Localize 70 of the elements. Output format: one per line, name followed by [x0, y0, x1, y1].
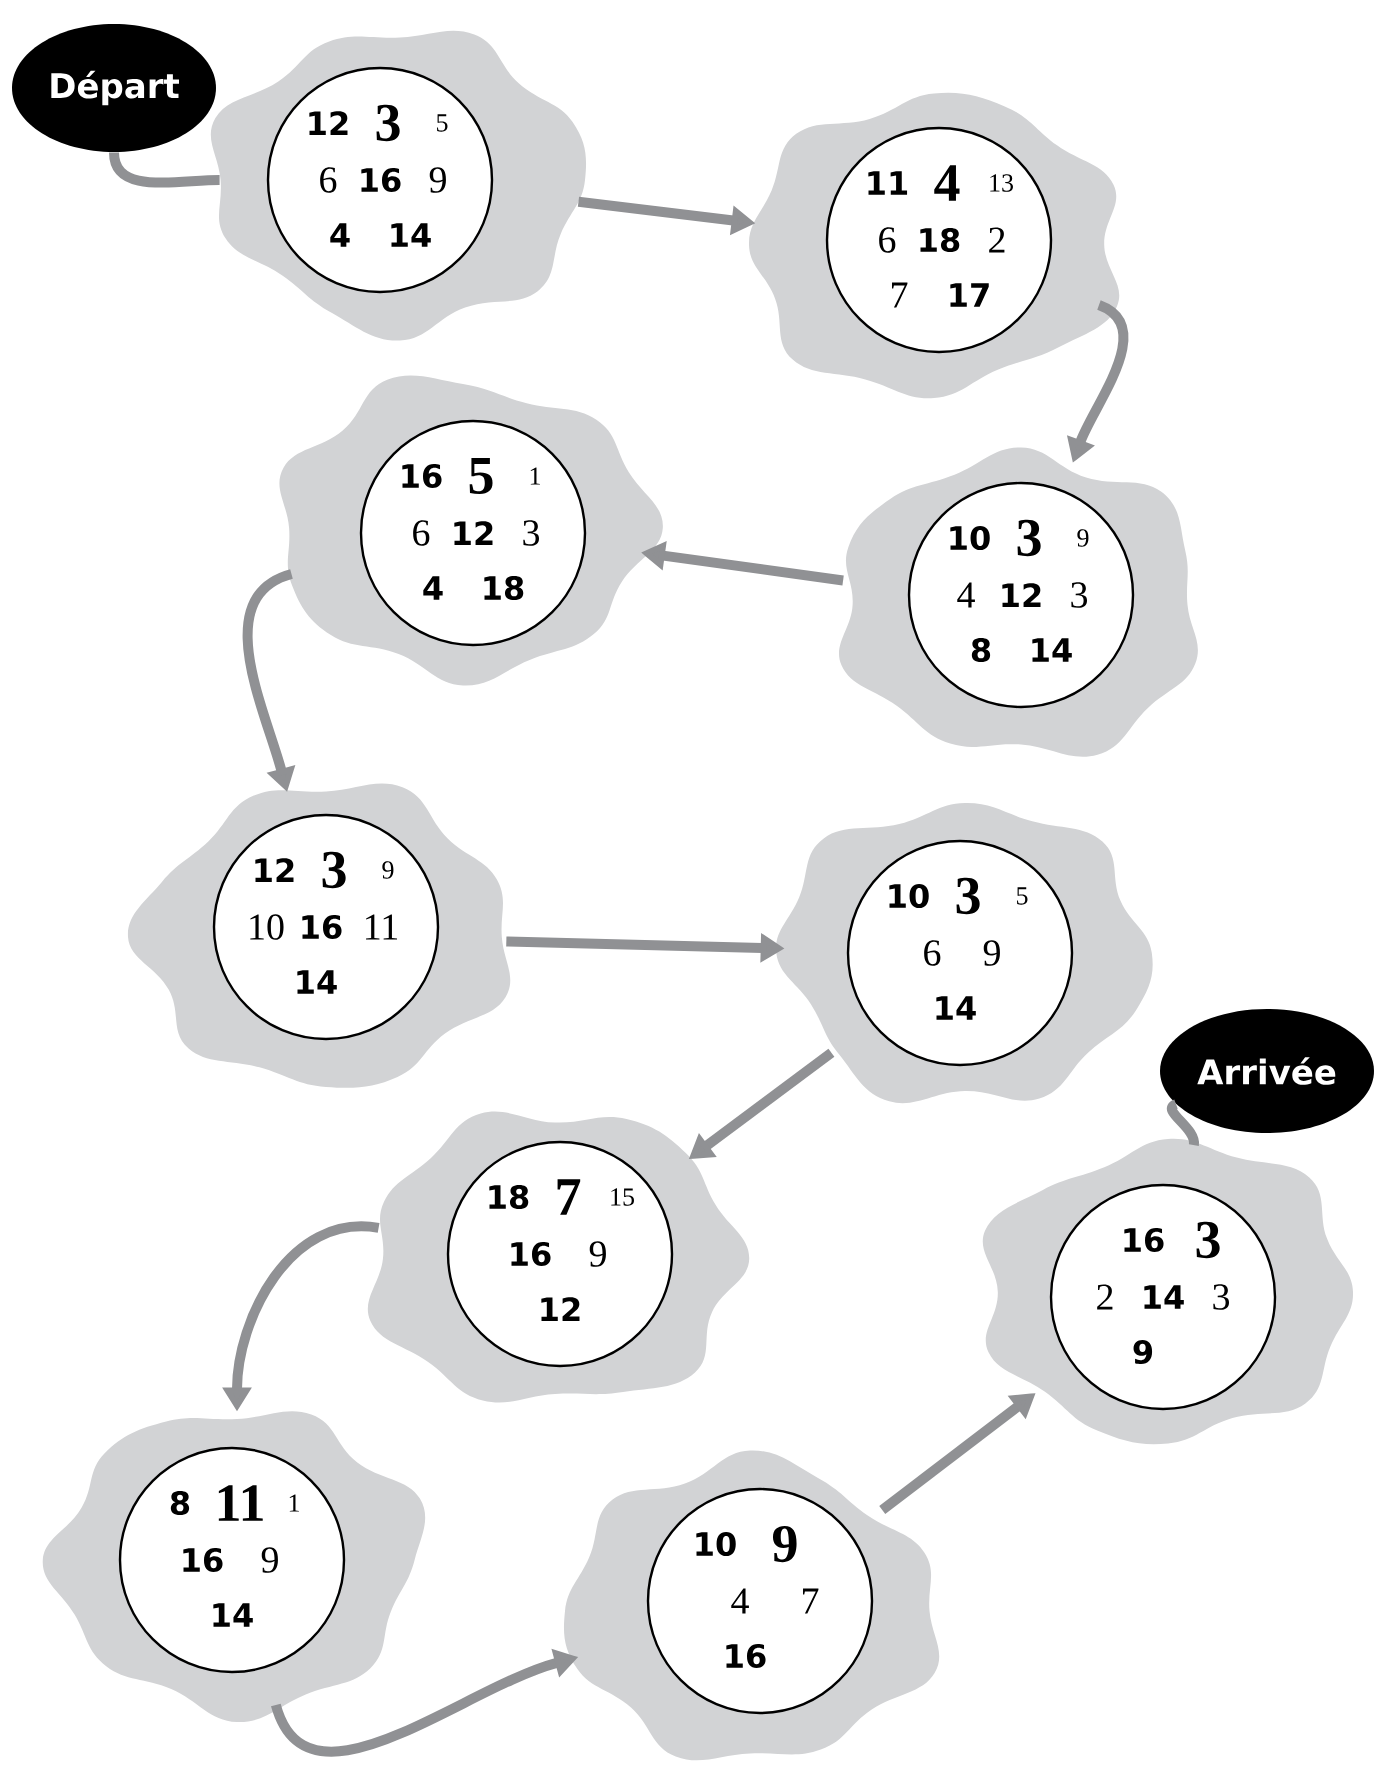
number: 12 — [541, 1297, 580, 1321]
number: 16 — [511, 1241, 551, 1267]
number: 14 — [1144, 1285, 1184, 1309]
number: 12 — [1002, 583, 1041, 607]
number: 6 — [924, 940, 941, 966]
number: 9 — [1133, 1339, 1153, 1365]
number: 16 — [1124, 1227, 1164, 1253]
number: 14 — [1032, 638, 1072, 662]
number: 11 — [218, 1485, 263, 1521]
number: 18 — [484, 575, 524, 601]
number: 18 — [920, 227, 960, 253]
number: 16 — [302, 914, 342, 940]
number: 12 — [454, 521, 493, 545]
number: 12 — [309, 111, 348, 135]
number: 4 — [731, 1588, 749, 1614]
number: 15 — [611, 1188, 634, 1206]
number: 14 — [297, 970, 337, 994]
number: 4 — [934, 165, 960, 201]
number: 16 — [183, 1547, 223, 1573]
number: 9 — [983, 940, 1000, 966]
number: 3 — [376, 104, 400, 142]
number: 16 — [361, 167, 401, 193]
number: 2 — [989, 227, 1005, 253]
number: 6 — [320, 167, 337, 193]
number: 11 — [868, 171, 908, 195]
number: 12 — [255, 858, 294, 882]
number: 8 — [170, 1490, 190, 1516]
number: 17 — [950, 283, 989, 307]
number: 3 — [1213, 1284, 1229, 1310]
number: 5 — [1017, 887, 1028, 905]
number: 3 — [523, 520, 539, 546]
number: 6 — [413, 520, 430, 546]
number: 3 — [1196, 1221, 1220, 1259]
number: 8 — [971, 637, 991, 663]
number: 7 — [557, 1179, 581, 1215]
number: 9 — [773, 1525, 797, 1563]
number: 14 — [391, 223, 431, 247]
number: 16 — [402, 463, 442, 489]
number: 13 — [990, 174, 1013, 192]
oval-label: Départ — [12, 24, 216, 152]
number: 9 — [382, 861, 394, 879]
number: 3 — [1017, 519, 1041, 557]
number: 3 — [322, 851, 346, 889]
number: 1 — [530, 467, 540, 485]
number: 3 — [1071, 582, 1087, 608]
number: 4 — [330, 223, 350, 247]
number: 9 — [261, 1547, 278, 1573]
number: 5 — [437, 114, 448, 132]
number: 14 — [213, 1603, 253, 1627]
number: 11 — [366, 914, 397, 940]
number: 5 — [469, 458, 493, 494]
oval-label: Arrivée — [1160, 1009, 1374, 1133]
number: 10 — [696, 1531, 736, 1557]
number: 1 — [289, 1494, 299, 1512]
number: 7 — [803, 1588, 819, 1614]
number: 4 — [423, 576, 443, 600]
number: 14 — [936, 996, 976, 1020]
number: 4 — [957, 582, 975, 608]
number: 9 — [429, 167, 446, 193]
number: 10 — [950, 525, 990, 551]
number: 16 — [726, 1643, 766, 1669]
number: 9 — [589, 1241, 606, 1267]
number: 3 — [956, 877, 980, 915]
number: 6 — [879, 227, 896, 253]
number: 18 — [489, 1184, 529, 1210]
number: 10 — [889, 883, 929, 909]
number: 7 — [892, 282, 908, 308]
number: 10 — [250, 914, 284, 940]
number: 9 — [1077, 529, 1089, 547]
number: 2 — [1097, 1284, 1113, 1310]
